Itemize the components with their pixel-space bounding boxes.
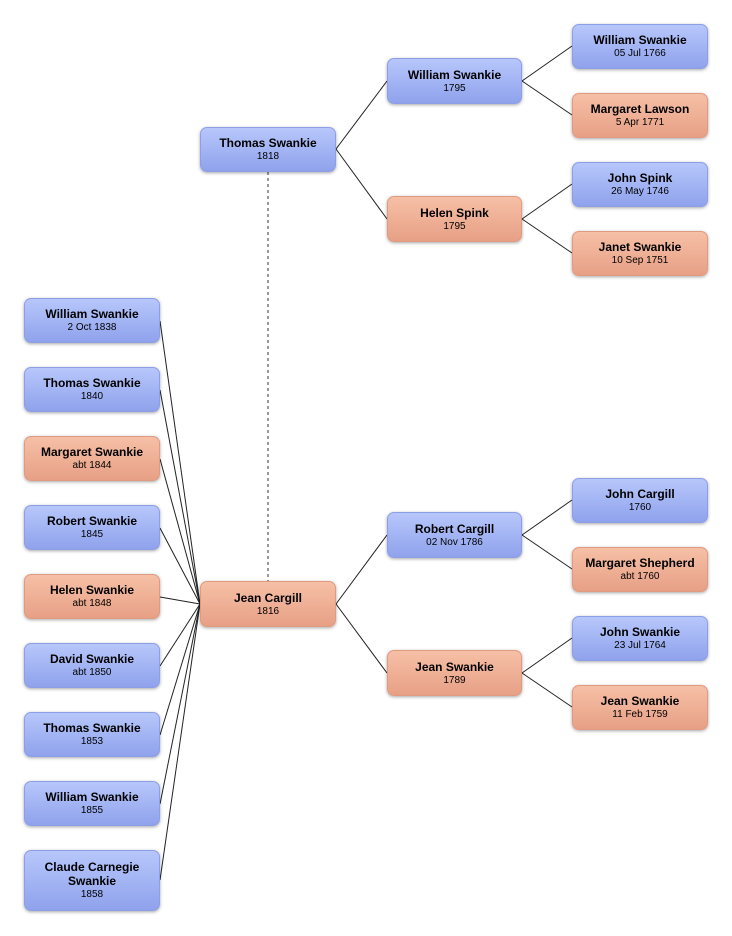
person-name: Claude Carnegie Swankie	[44, 860, 140, 888]
person-name: Jean Swankie	[600, 694, 680, 708]
person-date: 02 Nov 1786	[426, 536, 483, 548]
person-name: Thomas Swankie	[219, 136, 317, 150]
person-name: William Swankie	[45, 790, 139, 804]
person-name: Robert Swankie	[46, 514, 138, 528]
person-name: Thomas Swankie	[43, 376, 141, 390]
person-date: 23 Jul 1764	[614, 640, 666, 651]
person-date: 2 Oct 1838	[67, 322, 117, 333]
person-date: 1789	[443, 674, 466, 686]
person-name: John Spink	[607, 171, 673, 185]
person-date: 10 Sep 1751	[611, 255, 669, 266]
child-link	[159, 603, 201, 881]
person-date: 1853	[80, 736, 104, 747]
parent-link	[521, 80, 573, 116]
child-node[interactable]: Thomas Swankie 1853	[24, 712, 160, 757]
person-name: Helen Swankie	[49, 583, 135, 597]
person-node-margaret-shepherd[interactable]: Margaret Shepherd abt 1760	[572, 547, 708, 592]
parent-link	[521, 183, 573, 220]
person-date: 05 Jul 1766	[614, 48, 666, 59]
person-name: William Swankie	[45, 307, 139, 321]
person-name: William Swankie	[593, 33, 687, 47]
parent-link	[521, 45, 573, 82]
person-date: 11 Feb 1759	[612, 709, 668, 720]
person-name: William Swankie	[407, 67, 502, 82]
child-node[interactable]: Margaret Swankie abt 1844	[24, 436, 160, 481]
person-node-john-spink[interactable]: John Spink 26 May 1746	[572, 162, 708, 207]
person-name: Margaret Shepherd	[585, 556, 695, 570]
child-link	[159, 603, 201, 667]
person-node-thomas-swankie-1818[interactable]: Thomas Swankie 1818	[200, 127, 336, 172]
person-date: 26 May 1746	[611, 186, 669, 197]
parent-link	[521, 499, 573, 536]
child-link	[159, 603, 201, 736]
child-link	[159, 320, 201, 605]
parent-link	[521, 672, 573, 708]
parent-link	[521, 534, 573, 570]
child-link	[159, 389, 201, 605]
person-node-jean-cargill[interactable]: Jean Cargill 1816	[200, 581, 336, 627]
person-name: John Cargill	[605, 487, 675, 501]
child-link	[159, 458, 201, 605]
person-name: Thomas Swankie	[43, 721, 141, 735]
child-node[interactable]: William Swankie 2 Oct 1838	[24, 298, 160, 343]
person-date: 1760	[628, 502, 652, 513]
child-node[interactable]: David Swankie abt 1850	[24, 643, 160, 688]
person-name: Robert Cargill	[414, 521, 495, 536]
person-date: 1855	[80, 805, 104, 816]
person-date: abt 1848	[72, 598, 112, 609]
person-date: abt 1850	[72, 667, 112, 678]
child-node[interactable]: Thomas Swankie 1840	[24, 367, 160, 412]
person-node-janet-swankie[interactable]: Janet Swankie 10 Sep 1751	[572, 231, 708, 276]
person-name: Margaret Swankie	[40, 445, 144, 459]
person-node-margaret-lawson[interactable]: Margaret Lawson 5 Apr 1771	[572, 93, 708, 138]
person-date: 1818	[256, 151, 280, 162]
child-node[interactable]: Helen Swankie abt 1848	[24, 574, 160, 619]
child-node[interactable]: Robert Swankie 1845	[24, 505, 160, 550]
parent-link	[335, 603, 388, 674]
person-node-robert-cargill[interactable]: Robert Cargill 02 Nov 1786	[387, 512, 522, 558]
person-name: Margaret Lawson	[590, 102, 690, 116]
person-node-william-swankie-1766[interactable]: William Swankie 05 Jul 1766	[572, 24, 708, 69]
child-node[interactable]: Claude Carnegie Swankie 1858	[24, 850, 160, 911]
child-link	[159, 527, 201, 605]
person-name: Helen Spink	[420, 205, 489, 220]
child-link	[159, 603, 201, 805]
person-name: David Swankie	[49, 652, 135, 666]
parent-link	[335, 80, 388, 150]
person-node-william-swankie-1795[interactable]: William Swankie 1795	[387, 58, 522, 104]
person-date: 1816	[256, 605, 280, 617]
person-name: Janet Swankie	[598, 240, 682, 254]
person-node-jean-swankie-1759[interactable]: Jean Swankie 11 Feb 1759	[572, 685, 708, 730]
parent-link	[335, 148, 388, 220]
person-node-jean-swankie-1789[interactable]: Jean Swankie 1789	[387, 650, 522, 696]
person-date: 1795	[443, 220, 466, 232]
person-node-john-cargill[interactable]: John Cargill 1760	[572, 478, 708, 523]
person-date: 1795	[443, 82, 466, 94]
person-node-helen-spink[interactable]: Helen Spink 1795	[387, 196, 522, 242]
person-name: Jean Swankie	[415, 659, 494, 674]
child-node[interactable]: William Swankie 1855	[24, 781, 160, 826]
person-date: 1840	[80, 391, 104, 402]
person-name: John Swankie	[599, 625, 681, 639]
parent-link	[335, 534, 388, 605]
child-link	[159, 596, 201, 605]
person-date: abt 1760	[620, 571, 660, 582]
person-date: 1858	[80, 889, 104, 900]
person-name: Jean Cargill	[233, 590, 303, 605]
person-date: 5 Apr 1771	[615, 117, 665, 128]
parent-link	[521, 637, 573, 674]
person-date: 1845	[80, 529, 104, 540]
person-node-john-swankie[interactable]: John Swankie 23 Jul 1764	[572, 616, 708, 661]
person-date: abt 1844	[72, 460, 112, 471]
parent-link	[521, 218, 573, 254]
